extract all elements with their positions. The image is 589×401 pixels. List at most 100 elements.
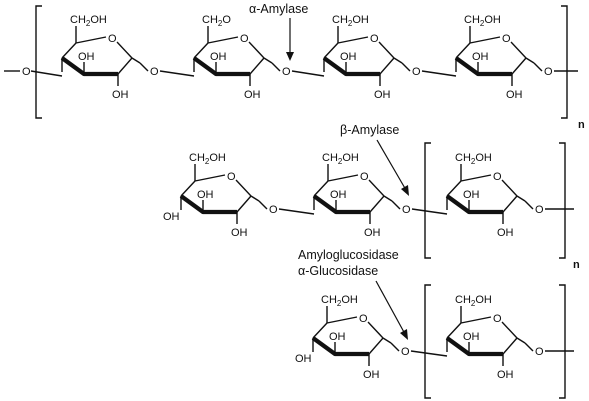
glycosidic-bond bbox=[410, 350, 448, 357]
ring-bond bbox=[368, 179, 385, 197]
ring-bond bbox=[249, 57, 265, 75]
glycosidic-bond bbox=[401, 62, 411, 72]
ring-bond bbox=[378, 41, 395, 59]
ch2oh-label: CH2OH bbox=[322, 152, 359, 166]
oh-label: OH bbox=[463, 189, 480, 201]
glycosidic-bond bbox=[30, 70, 63, 77]
ring-oxygen-label: O bbox=[502, 33, 511, 45]
ring-bond bbox=[313, 180, 329, 197]
oh-label: OH bbox=[340, 51, 357, 63]
repeat-bracket-left bbox=[424, 142, 431, 259]
ch2oh-label: CH2OH bbox=[321, 294, 358, 308]
oh-label: OH bbox=[295, 353, 312, 365]
ch2oh-label: CH2OH bbox=[464, 14, 501, 28]
ring-bond bbox=[207, 36, 239, 44]
ring-oxygen-label: O bbox=[360, 171, 369, 183]
ring-bond bbox=[511, 57, 527, 75]
ch2oh-label: CH2OH bbox=[455, 152, 492, 166]
repeat-bracket-right bbox=[561, 5, 568, 119]
glycosidic-bond bbox=[533, 62, 543, 72]
ring-bond bbox=[501, 321, 518, 339]
glycosidic-oxygen-label: O bbox=[535, 204, 544, 216]
ring-bond bbox=[312, 322, 328, 339]
oh-label: OH bbox=[329, 331, 346, 343]
ring-oxygen-label: O bbox=[370, 33, 379, 45]
ring-bond bbox=[383, 195, 393, 202]
glycosidic-oxygen-label: O bbox=[282, 66, 291, 78]
glucose-units: OOCH2OHOHOHOOCH2OOHOHOOCH2OHOHOHOOCH2OHO… bbox=[4, 14, 578, 381]
ring-bond bbox=[193, 42, 209, 59]
repeat-bracket-right bbox=[559, 284, 566, 399]
ring-oxygen-label: O bbox=[493, 171, 502, 183]
ring-bond bbox=[379, 57, 395, 75]
glycosidic-oxygen-label: O bbox=[401, 346, 410, 358]
ring-bond bbox=[116, 41, 133, 59]
ring-bond bbox=[446, 322, 462, 339]
glycosidic-bond bbox=[524, 342, 534, 352]
ring-bond bbox=[460, 316, 492, 324]
ring-bond bbox=[510, 41, 527, 59]
oh-label: OH bbox=[244, 89, 261, 101]
oh-label: OH bbox=[472, 51, 489, 63]
ring-bond bbox=[367, 321, 384, 339]
ring-oxygen-label: O bbox=[359, 313, 368, 325]
glycosidic-oxygen-label: O bbox=[269, 204, 278, 216]
oh-label: OH bbox=[506, 89, 523, 101]
oh-label: OH bbox=[497, 227, 514, 239]
ring-bond bbox=[180, 180, 196, 197]
glycosidic-bond bbox=[278, 208, 315, 215]
ring-bond bbox=[61, 42, 77, 59]
oh-label: OH bbox=[78, 51, 95, 63]
glycosidic-bond bbox=[421, 70, 457, 77]
ring-bond bbox=[501, 179, 518, 197]
oh-label: OH bbox=[197, 189, 214, 201]
glycosidic-bond bbox=[291, 70, 325, 77]
ring-bond bbox=[131, 57, 141, 64]
glucosidase-arrow bbox=[375, 280, 408, 340]
ring-oxygen-label: O bbox=[240, 33, 249, 45]
ring-bond bbox=[248, 41, 265, 59]
alpha-glucosidase-label: α-Glucosidase bbox=[298, 264, 378, 278]
ch2o-label: CH2O bbox=[202, 14, 231, 28]
glycosidic-oxygen-label: O bbox=[150, 66, 159, 78]
ring-bond bbox=[235, 179, 252, 197]
glycosidic-oxygen-label: O bbox=[402, 204, 411, 216]
ch2oh-label: CH2OH bbox=[70, 14, 107, 28]
ch2oh-label: CH2OH bbox=[332, 14, 369, 28]
oh-label: OH bbox=[330, 189, 347, 201]
ring-bond bbox=[460, 174, 492, 182]
ring-bond bbox=[393, 57, 403, 64]
repeat-count-label: n bbox=[573, 259, 580, 271]
ring-oxygen-label: O bbox=[227, 171, 236, 183]
glycosidic-oxygen-label: O bbox=[22, 66, 31, 78]
ring-bond bbox=[368, 337, 384, 355]
ring-bond bbox=[382, 337, 392, 344]
glycosidic-oxygen-label: O bbox=[535, 346, 544, 358]
ring-bond bbox=[525, 57, 535, 64]
ring-oxygen-label: O bbox=[108, 33, 117, 45]
oh-label: OH bbox=[497, 369, 514, 381]
glycosidic-bond bbox=[271, 62, 281, 72]
repeat-bracket-left bbox=[35, 5, 42, 119]
ring-bond bbox=[75, 36, 107, 44]
repeat-bracket-right bbox=[559, 142, 566, 259]
ring-bond bbox=[369, 195, 385, 213]
ring-bond bbox=[327, 174, 359, 182]
glycosidic-bond bbox=[390, 342, 400, 352]
glycosidic-bond bbox=[159, 70, 195, 77]
alpha-amylase-label: α-Amylase bbox=[249, 2, 308, 16]
glycosidic-oxygen-label: O bbox=[412, 66, 421, 78]
ring-bond bbox=[337, 36, 369, 44]
ring-oxygen-label: O bbox=[493, 313, 502, 325]
ring-bond bbox=[194, 174, 226, 182]
glycosidic-bond bbox=[139, 62, 149, 72]
repeat-count-label: n bbox=[578, 119, 585, 131]
glycosidic-bond bbox=[391, 200, 401, 210]
beta-amylase-arrow bbox=[376, 139, 409, 196]
